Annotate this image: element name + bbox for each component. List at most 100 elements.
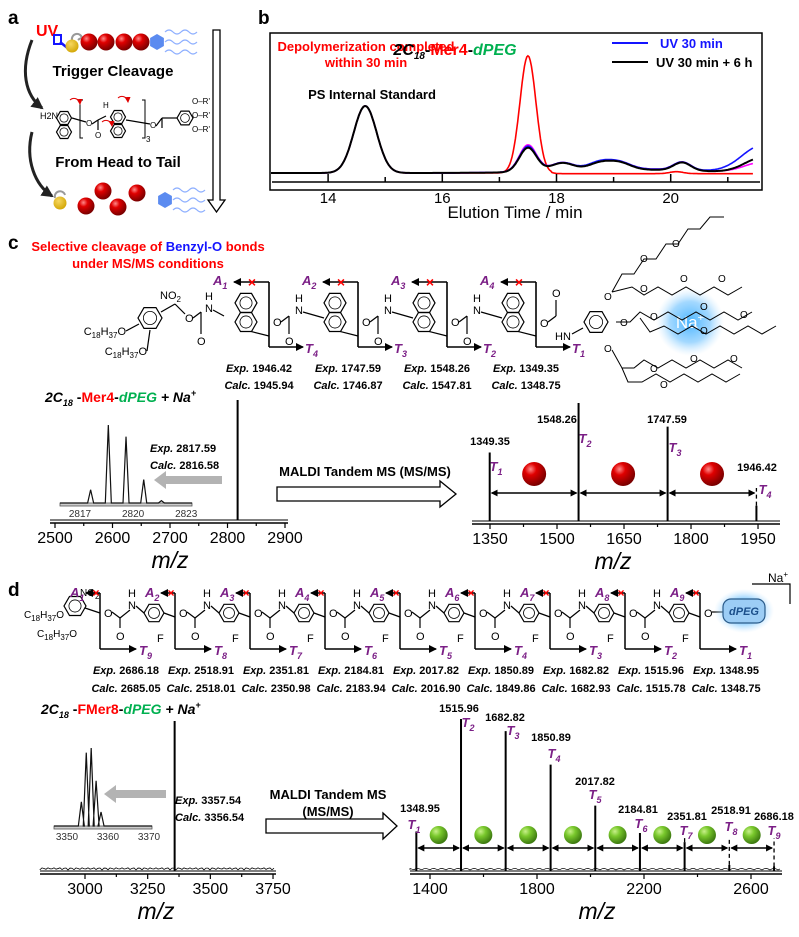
nitro-group: NO2 bbox=[160, 290, 182, 304]
aromatic-ring-circle bbox=[506, 296, 520, 310]
x-tick-label: 1400 bbox=[412, 881, 448, 898]
fragment-label-t: T4 bbox=[305, 341, 318, 359]
note-text: Selective cleavage of bbox=[31, 239, 165, 254]
calc-prefix: Calc. bbox=[616, 683, 645, 695]
calc-mass: Calc. 1515.78 bbox=[616, 683, 685, 695]
fragment-label-t: T3 bbox=[394, 341, 407, 359]
benzyl-bond bbox=[688, 612, 701, 618]
subscript: 2 bbox=[95, 592, 100, 601]
oxygen-atom: O bbox=[285, 336, 294, 348]
dpeg-label: dPEG bbox=[729, 606, 759, 618]
x-axis-title: m/z bbox=[137, 898, 175, 924]
bond bbox=[119, 609, 131, 619]
parent-exp-mass: Exp. 3357.54 bbox=[175, 795, 242, 807]
cleavage-x-icon: × bbox=[167, 586, 174, 600]
nh-hydrogen: H bbox=[103, 101, 109, 110]
bond bbox=[125, 119, 151, 125]
benzyl-bond bbox=[163, 612, 176, 618]
peak-fragment-label: T9 bbox=[768, 823, 781, 841]
fragment-index: 4 bbox=[554, 754, 560, 764]
red-monomer-ball bbox=[700, 462, 725, 486]
gray-arrow-icon bbox=[154, 471, 222, 489]
fragment-letter: A bbox=[390, 273, 400, 288]
fragment-index: 2 bbox=[585, 439, 591, 449]
calc-mass: Calc. 2518.01 bbox=[166, 683, 235, 695]
ether-oxygen-atom: O bbox=[640, 254, 648, 265]
compound-title: 2C18-Mer4-dPEG bbox=[392, 42, 516, 62]
exp-prefix: Exp. bbox=[226, 363, 252, 375]
sodium-ion-label: Na+ bbox=[676, 312, 704, 332]
legend-label-uv-30: UV 30 min bbox=[660, 36, 723, 51]
fragment-label-t: T3 bbox=[589, 643, 602, 661]
bond bbox=[419, 609, 431, 619]
right-arrow-icon bbox=[265, 811, 398, 841]
oxygen-atom: O bbox=[191, 631, 200, 643]
alkoxy-chain: C18H37O bbox=[84, 326, 127, 340]
fragment-index: 7 bbox=[529, 593, 535, 603]
oxygen-atom: O bbox=[116, 631, 125, 643]
calc-mass: Calc. 2016.90 bbox=[391, 683, 460, 695]
fragment-index: 6 bbox=[372, 651, 378, 661]
exp-mass: Exp. 1946.42 bbox=[226, 363, 292, 375]
naphthalene-ring bbox=[501, 292, 525, 314]
benzyl-bond bbox=[238, 612, 251, 618]
peg-dendron-chain bbox=[611, 286, 743, 296]
formula-text: H bbox=[101, 326, 109, 338]
fragment-label-a: A4 bbox=[294, 585, 309, 603]
fragment-index: 2 bbox=[490, 349, 496, 359]
fragment-index: 7 bbox=[687, 831, 693, 841]
cleavage-x-icon: × bbox=[92, 586, 99, 600]
peak-fragment-label: T3 bbox=[669, 440, 682, 458]
x-tick-label: 16 bbox=[434, 190, 451, 207]
formula-text: C bbox=[84, 326, 92, 338]
fluorine-atom: F bbox=[307, 633, 314, 645]
fragment-letter: T bbox=[768, 823, 777, 838]
bond bbox=[547, 315, 557, 323]
legend: UV 30 min UV 30 min + 6 h bbox=[612, 36, 753, 70]
x-tick-label: 1350 bbox=[472, 531, 508, 548]
oxygen-atom: O bbox=[566, 631, 575, 643]
electron-flow-arrow-icon bbox=[69, 97, 83, 105]
repeat-bracket-left bbox=[79, 99, 83, 139]
fragment-label-a: A8 bbox=[594, 585, 609, 603]
exp-prefix: Exp. bbox=[175, 795, 201, 807]
released-monomer-ball bbox=[109, 198, 127, 216]
peak-mass-label: 1515.96 bbox=[439, 703, 479, 715]
calc-prefix: Calc. bbox=[224, 380, 253, 392]
na-text: Na bbox=[768, 571, 784, 585]
x-tick-label: 2200 bbox=[626, 881, 662, 898]
compound-dash: - bbox=[425, 42, 430, 59]
calc-prefix: Calc. bbox=[402, 380, 431, 392]
fluorophenyl-ring bbox=[668, 603, 690, 623]
naphthalene-ring bbox=[234, 292, 258, 314]
fragment-label-t: T1 bbox=[739, 643, 752, 661]
fragment-label-t: T7 bbox=[289, 643, 303, 661]
peak-fragment-label: T8 bbox=[725, 819, 738, 837]
fragment-letter: T bbox=[408, 817, 417, 832]
compound-core: Mer4 bbox=[430, 42, 467, 59]
bond bbox=[285, 605, 295, 614]
calc-value: 1682.93 bbox=[571, 683, 611, 695]
peak-fragment-label: T1 bbox=[408, 817, 421, 835]
fragment-index: 2 bbox=[468, 723, 474, 733]
benzyl-bond bbox=[518, 330, 537, 337]
exp-value: 1747.59 bbox=[341, 363, 381, 375]
x-tick-label: 3500 bbox=[193, 881, 229, 898]
nitrogen-atom: N bbox=[278, 600, 286, 612]
calc-prefix: Calc. bbox=[313, 380, 342, 392]
peak-mass-label: 1946.42 bbox=[737, 462, 777, 474]
exp-prefix: Exp. bbox=[168, 665, 194, 677]
ps-standard-label: PS Internal Standard bbox=[308, 87, 436, 102]
exp-value: 2351.81 bbox=[269, 665, 309, 677]
exp-mass: Exp. 2518.91 bbox=[168, 665, 234, 677]
title-core: Mer4 bbox=[81, 389, 114, 405]
naphthalene-ring bbox=[323, 292, 347, 314]
gray-arrow-icon bbox=[104, 785, 166, 803]
oxygen-atom: O bbox=[629, 608, 638, 620]
fluorophenyl-ring bbox=[443, 603, 465, 623]
inset-tick-label: 3370 bbox=[138, 832, 161, 843]
alkoxy-chain: C18H37O bbox=[24, 610, 64, 623]
fragment-label-a: A9 bbox=[669, 585, 684, 603]
